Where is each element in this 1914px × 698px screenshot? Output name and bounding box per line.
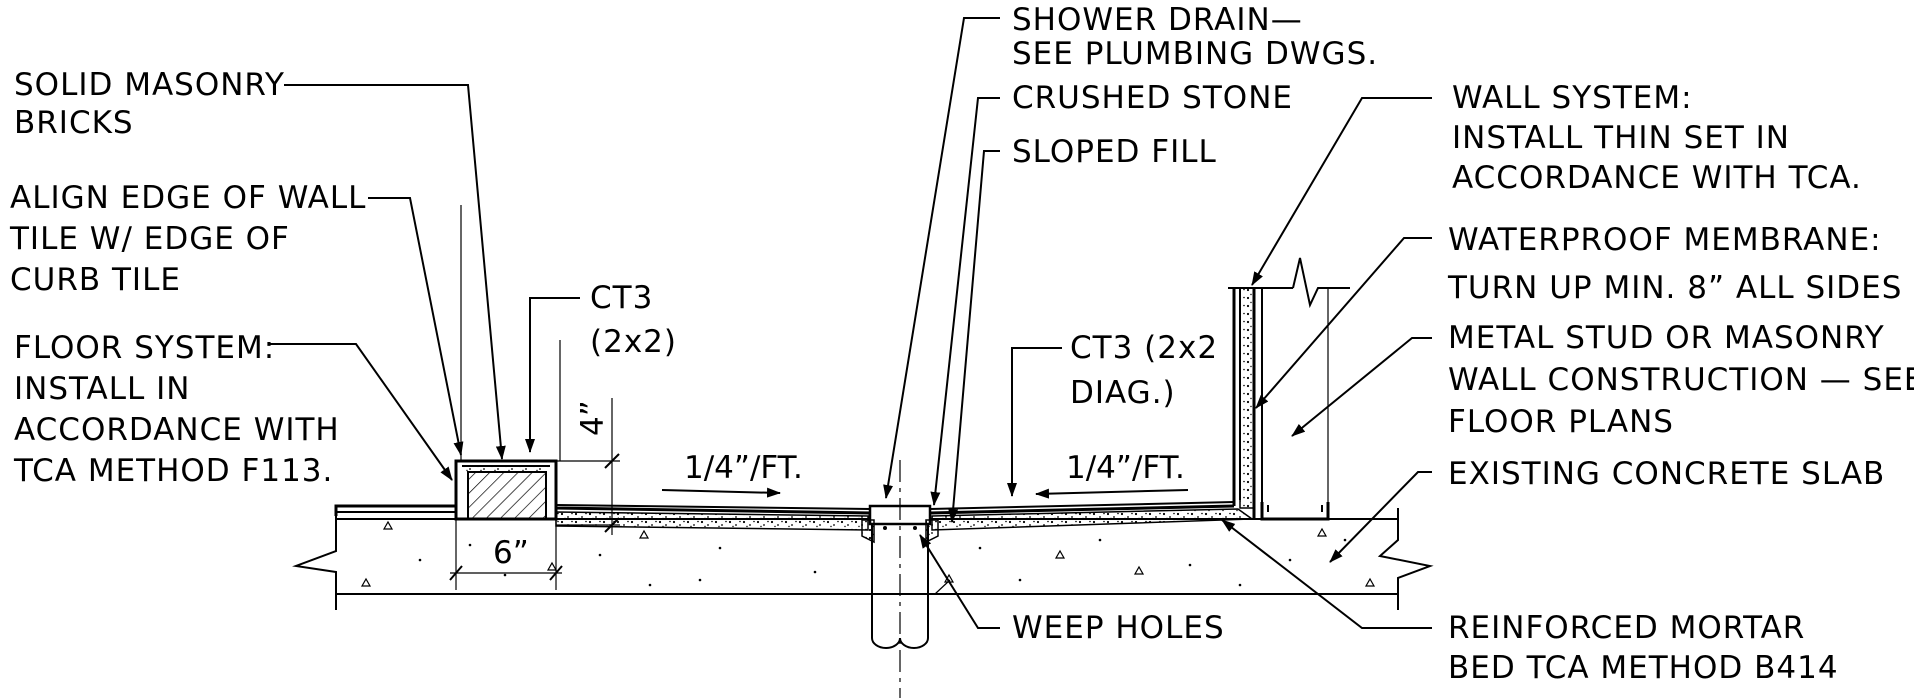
curb-width-label: 6”	[493, 535, 529, 571]
shower-drain-body	[861, 460, 939, 698]
svg-text:CRUSHED STONE: CRUSHED STONE	[1012, 80, 1293, 116]
curb-height-label: 4”	[575, 400, 611, 436]
svg-text:ACCORDANCE WITH: ACCORDANCE WITH	[14, 412, 340, 448]
svg-text:INSTALL IN: INSTALL IN	[14, 371, 190, 407]
svg-text:WATERPROOF MEMBRANE:: WATERPROOF MEMBRANE:	[1448, 222, 1882, 258]
svg-text:SHOWER DRAIN—: SHOWER DRAIN—	[1012, 2, 1303, 38]
note-crushed-stone: CRUSHED STONE	[1012, 80, 1293, 116]
svg-text:SOLID MASONRY: SOLID MASONRY	[14, 67, 285, 103]
svg-text:BED TCA METHOD B414: BED TCA METHOD B414	[1448, 650, 1839, 686]
note-existing-concrete-slab: EXISTING CONCRETE SLAB	[1448, 456, 1885, 492]
wall-assembly	[1228, 257, 1350, 521]
note-sloped-fill: SLOPED FILL	[1012, 134, 1217, 170]
note-metal-stud: METAL STUD OR MASONRY WALL CONSTRUCTION …	[1448, 320, 1914, 440]
svg-text:METAL STUD OR MASONRY: METAL STUD OR MASONRY	[1448, 320, 1885, 356]
svg-text:CT3 (2x2: CT3 (2x2	[1070, 330, 1218, 366]
svg-text:BRICKS: BRICKS	[14, 105, 134, 141]
svg-text:FLOOR SYSTEM:: FLOOR SYSTEM:	[14, 330, 275, 366]
svg-text:WALL SYSTEM:: WALL SYSTEM:	[1452, 80, 1693, 116]
note-solid-masonry-bricks: SOLID MASONRY BRICKS	[14, 67, 285, 141]
svg-text:ACCORDANCE WITH TCA.: ACCORDANCE WITH TCA.	[1452, 160, 1862, 196]
outside-floor-tile	[334, 504, 458, 520]
svg-text:WEEP HOLES: WEEP HOLES	[1012, 610, 1225, 646]
svg-text:TURN UP MIN. 8” ALL SIDES: TURN UP MIN. 8” ALL SIDES	[1447, 270, 1902, 306]
dimension-curb-width: 6”	[449, 519, 563, 590]
note-align-edge: ALIGN EDGE OF WALL TILE W/ EDGE OF CURB …	[9, 180, 366, 298]
slope-right-label: 1/4”/FT.	[1066, 450, 1185, 486]
svg-text:DIAG.): DIAG.)	[1070, 375, 1176, 411]
svg-text:CT3: CT3	[590, 280, 653, 316]
slope-left-label: 1/4”/FT.	[684, 450, 803, 486]
note-wall-system: WALL SYSTEM: INSTALL THIN SET IN ACCORDA…	[1452, 80, 1862, 196]
shower-floor-assembly	[554, 501, 1255, 531]
svg-text:SLOPED FILL: SLOPED FILL	[1012, 134, 1217, 170]
note-ct3-floor: CT3 (2x2 DIAG.)	[1070, 330, 1218, 411]
svg-text:WALL CONSTRUCTION — SEE: WALL CONSTRUCTION — SEE	[1448, 362, 1914, 398]
svg-text:CURB TILE: CURB TILE	[10, 262, 181, 298]
note-reinforced-mortar: REINFORCED MORTAR BED TCA METHOD B414	[1448, 610, 1839, 686]
slope-right: 1/4”/FT.	[1035, 450, 1189, 499]
svg-text:SEE PLUMBING DWGS.: SEE PLUMBING DWGS.	[1012, 36, 1378, 72]
svg-text:EXISTING CONCRETE SLAB: EXISTING CONCRETE SLAB	[1448, 456, 1885, 492]
svg-text:REINFORCED MORTAR: REINFORCED MORTAR	[1448, 610, 1805, 646]
slope-left: 1/4”/FT.	[661, 450, 803, 498]
svg-text:(2x2): (2x2)	[590, 324, 677, 360]
note-floor-system: FLOOR SYSTEM: INSTALL IN ACCORDANCE WITH…	[13, 330, 340, 489]
svg-text:FLOOR PLANS: FLOOR PLANS	[1448, 404, 1674, 440]
leader-lines	[268, 17, 1432, 629]
note-shower-drain: SHOWER DRAIN— SEE PLUMBING DWGS.	[1012, 2, 1378, 72]
note-waterproof-membrane: WATERPROOF MEMBRANE: TURN UP MIN. 8” ALL…	[1447, 222, 1902, 306]
note-ct3-curb: CT3 (2x2)	[590, 280, 677, 360]
concrete-speckles	[418, 538, 1347, 587]
svg-text:TILE W/ EDGE OF: TILE W/ EDGE OF	[9, 221, 290, 257]
svg-text:INSTALL THIN SET IN: INSTALL THIN SET IN	[1452, 120, 1790, 156]
note-weep-holes: WEEP HOLES	[1012, 610, 1225, 646]
svg-text:ALIGN EDGE OF WALL: ALIGN EDGE OF WALL	[10, 180, 366, 216]
svg-text:TCA METHOD F113.: TCA METHOD F113.	[13, 453, 333, 489]
masonry-curb	[454, 459, 558, 521]
dimension-curb-height: 4”	[556, 398, 620, 535]
